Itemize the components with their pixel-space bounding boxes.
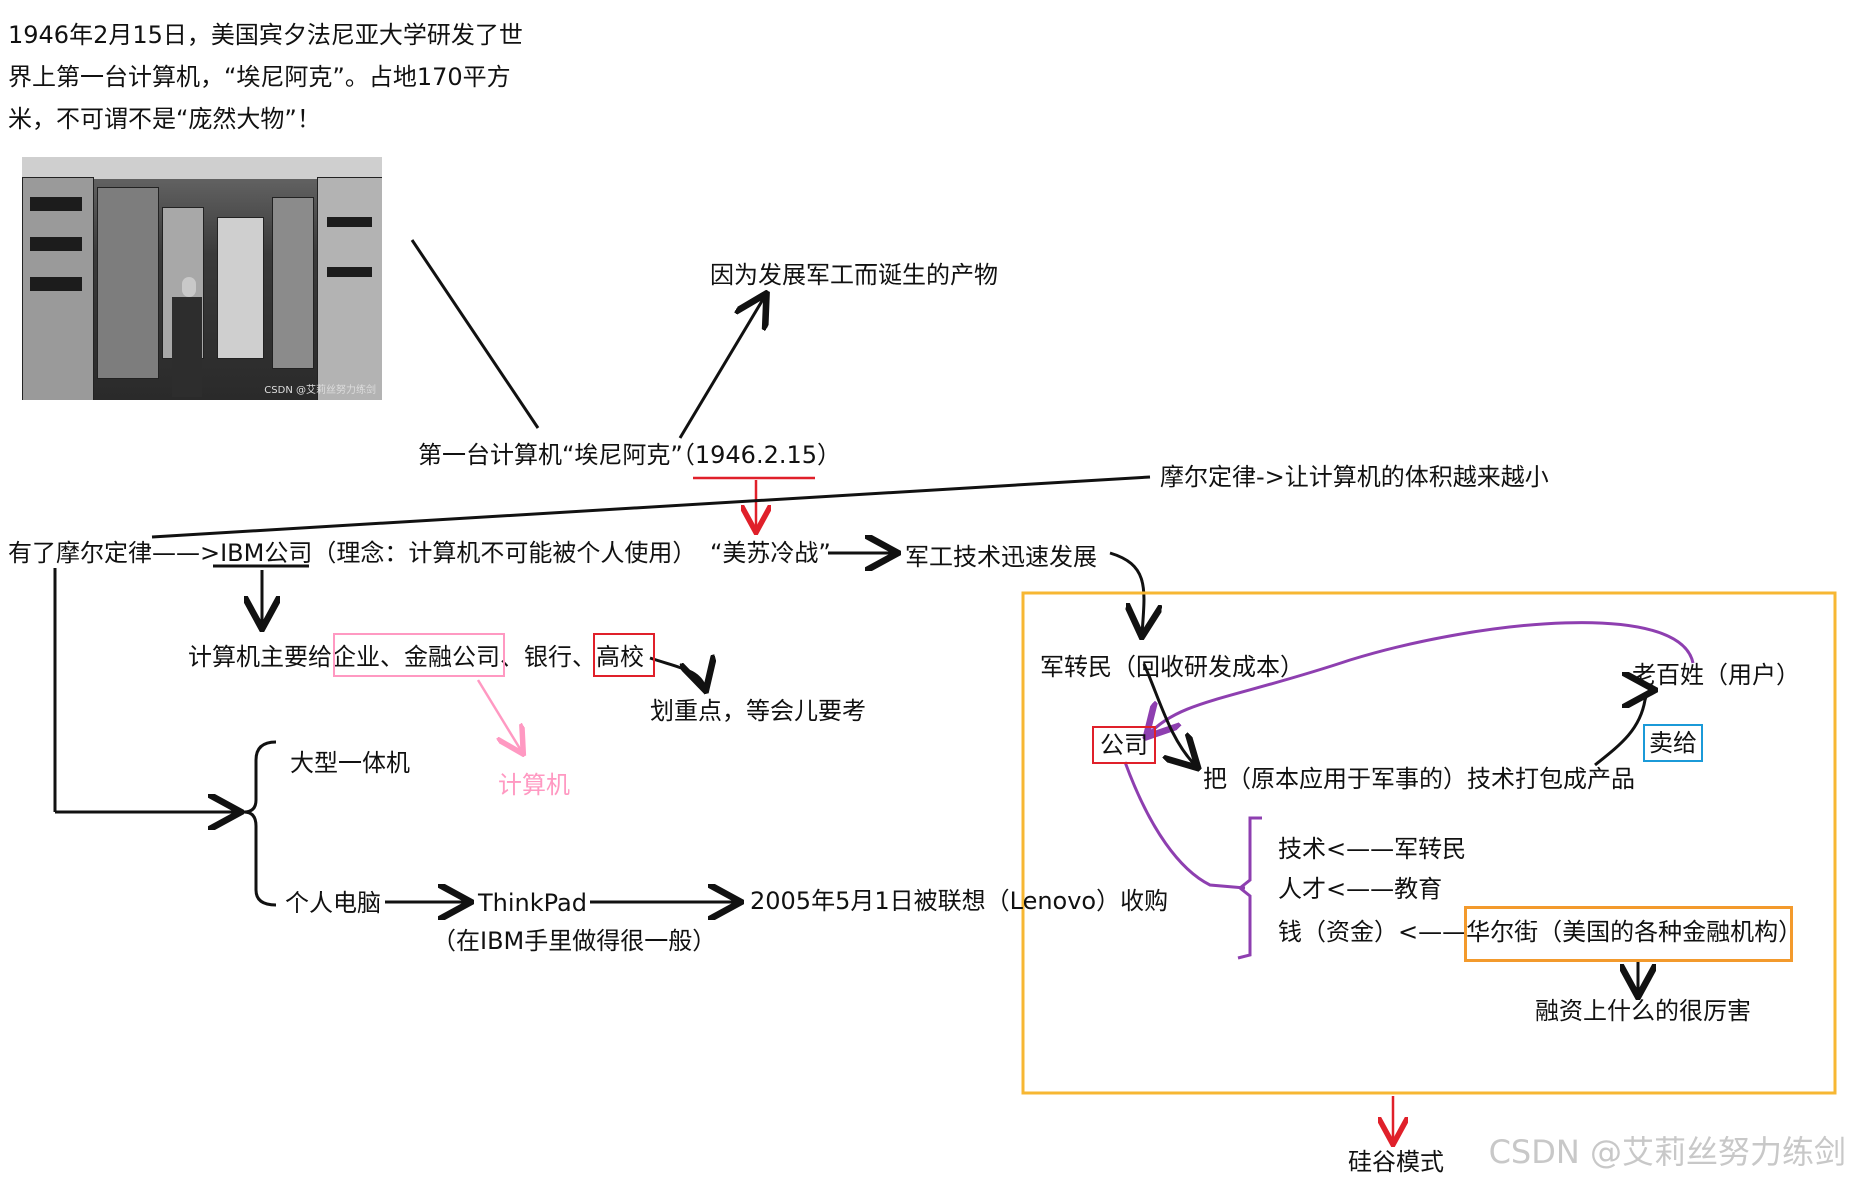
thinkpad-label: ThinkPad	[478, 889, 587, 917]
computer-pink-label: 计算机	[498, 771, 570, 799]
military-tech-label: 军工技术迅速发展	[905, 543, 1097, 571]
thinkpad-note-label: （在IBM手里做得很一般）	[432, 927, 717, 955]
tech-label: 技术<——军转民	[1278, 835, 1467, 863]
eniac-label: 第一台计算机“埃尼阿克”（1946.2.15）	[418, 441, 842, 469]
main-users-label: 计算机主要给企业、金融公司、银行、高校	[188, 643, 644, 671]
company-label: 公司	[1092, 726, 1156, 764]
money-label: 钱（资金）<——华尔街（美国的各种金融机构）	[1278, 918, 1803, 946]
military-origin-label: 因为发展军工而诞生的产物	[710, 261, 998, 289]
lenovo-label: 2005年5月1日被联想（Lenovo）收购	[750, 887, 1169, 915]
cold-war-label: “美苏冷战”	[710, 539, 831, 567]
silicon-valley-label: 硅谷模式	[1348, 1148, 1444, 1176]
financing-label: 融资上什么的很厉害	[1535, 997, 1751, 1025]
people-label: 老百姓（用户）	[1632, 661, 1800, 689]
photo-watermark: CSDN @艾莉丝努力练剑	[264, 385, 376, 396]
ibm-label: 有了摩尔定律——>IBM公司（理念：计算机不可能被个人使用）	[8, 539, 697, 567]
package-label: 把（原本应用于军事的）技术打包成产品	[1203, 765, 1635, 793]
mil-to-civil-label: 军转民（回收研发成本）	[1040, 653, 1304, 681]
intro-text: 1946年2月15日，美国宾夕法尼亚大学研发了世界上第一台计算机，“埃尼阿克”。…	[8, 21, 523, 133]
talent-label: 人才<——教育	[1278, 875, 1443, 903]
pc-label: 个人电脑	[285, 889, 381, 917]
eniac-photo: CSDN @艾莉丝努力练剑	[22, 157, 382, 400]
exam-note-label: 划重点，等会儿要考	[650, 697, 866, 725]
sell-label: 卖给	[1643, 724, 1703, 762]
csdn-watermark: CSDN @艾莉丝努力练剑	[1488, 1133, 1846, 1171]
moore-law-label: 摩尔定律->让计算机的体积越来越小	[1160, 463, 1549, 491]
enterprise-highlight-box	[333, 633, 505, 677]
university-highlight-box	[593, 633, 655, 677]
mainframe-label: 大型一体机	[290, 749, 410, 777]
wall-street-highlight-box	[1464, 906, 1793, 962]
